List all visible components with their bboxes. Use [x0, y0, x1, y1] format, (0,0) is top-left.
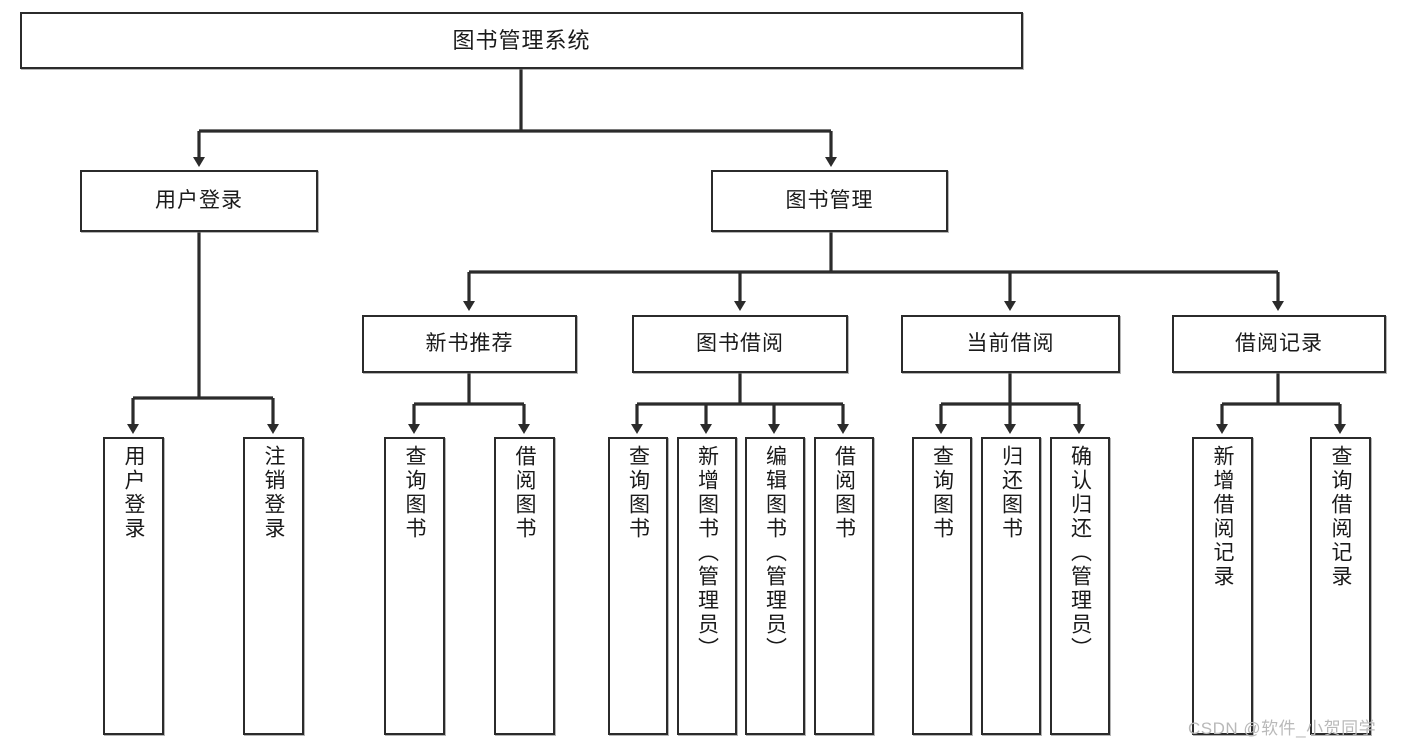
leaf-query-record[interactable]: 查询借阅记录 — [1310, 437, 1371, 735]
node-new-book-recommend-label: 新书推荐 — [425, 331, 514, 355]
leaf-query-book-2[interactable]: 查询图书 — [608, 437, 668, 735]
leaf-query-book-1-label: 查询图书 — [403, 445, 426, 541]
leaf-add-record[interactable]: 新增借阅记录 — [1192, 437, 1253, 735]
leaf-confirm-return[interactable]: 确认归还（管理员） — [1050, 437, 1110, 735]
node-borrow-record[interactable]: 借阅记录 — [1172, 315, 1386, 373]
leaf-query-book-3[interactable]: 查询图书 — [912, 437, 972, 735]
leaf-user-login[interactable]: 用户登录 — [103, 437, 164, 735]
leaf-borrow-book-1[interactable]: 借阅图书 — [494, 437, 555, 735]
leaf-confirm-return-label: 确认归还（管理员） — [1068, 445, 1092, 661]
leaf-add-book[interactable]: 新增图书（管理员） — [677, 437, 737, 735]
node-user-login-label: 用户登录 — [155, 188, 243, 212]
node-borrow-record-label: 借阅记录 — [1235, 331, 1323, 355]
csdn-watermark: CSDN @软件_小贺同学 — [1188, 719, 1377, 738]
node-root[interactable]: 图书管理系统 — [20, 12, 1023, 69]
leaf-add-record-label: 新增借阅记录 — [1211, 445, 1234, 589]
node-current-borrow-label: 当前借阅 — [966, 331, 1055, 355]
leaf-return-book-label: 归还图书 — [999, 445, 1023, 541]
leaf-logout-login-label: 注销登录 — [262, 445, 285, 541]
node-current-borrow[interactable]: 当前借阅 — [901, 315, 1120, 373]
leaf-logout-login[interactable]: 注销登录 — [243, 437, 304, 735]
leaf-borrow-book-2-label: 借阅图书 — [832, 445, 856, 541]
leaf-edit-book[interactable]: 编辑图书（管理员） — [745, 437, 805, 735]
leaf-return-book[interactable]: 归还图书 — [981, 437, 1041, 735]
node-book-management[interactable]: 图书管理 — [711, 170, 948, 232]
node-book-management-label: 图书管理 — [785, 188, 874, 212]
leaf-borrow-book-1-label: 借阅图书 — [513, 445, 536, 541]
node-user-login[interactable]: 用户登录 — [80, 170, 318, 232]
node-new-book-recommend[interactable]: 新书推荐 — [362, 315, 577, 373]
node-root-label: 图书管理系统 — [452, 27, 591, 53]
node-book-borrow[interactable]: 图书借阅 — [632, 315, 848, 373]
leaf-edit-book-label: 编辑图书（管理员） — [763, 445, 787, 661]
leaf-query-record-label: 查询借阅记录 — [1329, 445, 1352, 589]
leaf-query-book-2-label: 查询图书 — [626, 445, 650, 541]
node-book-borrow-label: 图书借阅 — [696, 331, 784, 355]
leaf-query-book-3-label: 查询图书 — [930, 445, 954, 541]
leaf-query-book-1[interactable]: 查询图书 — [384, 437, 445, 735]
leaf-borrow-book-2[interactable]: 借阅图书 — [814, 437, 874, 735]
leaf-user-login-label: 用户登录 — [122, 445, 145, 541]
leaf-add-book-label: 新增图书（管理员） — [695, 445, 719, 661]
